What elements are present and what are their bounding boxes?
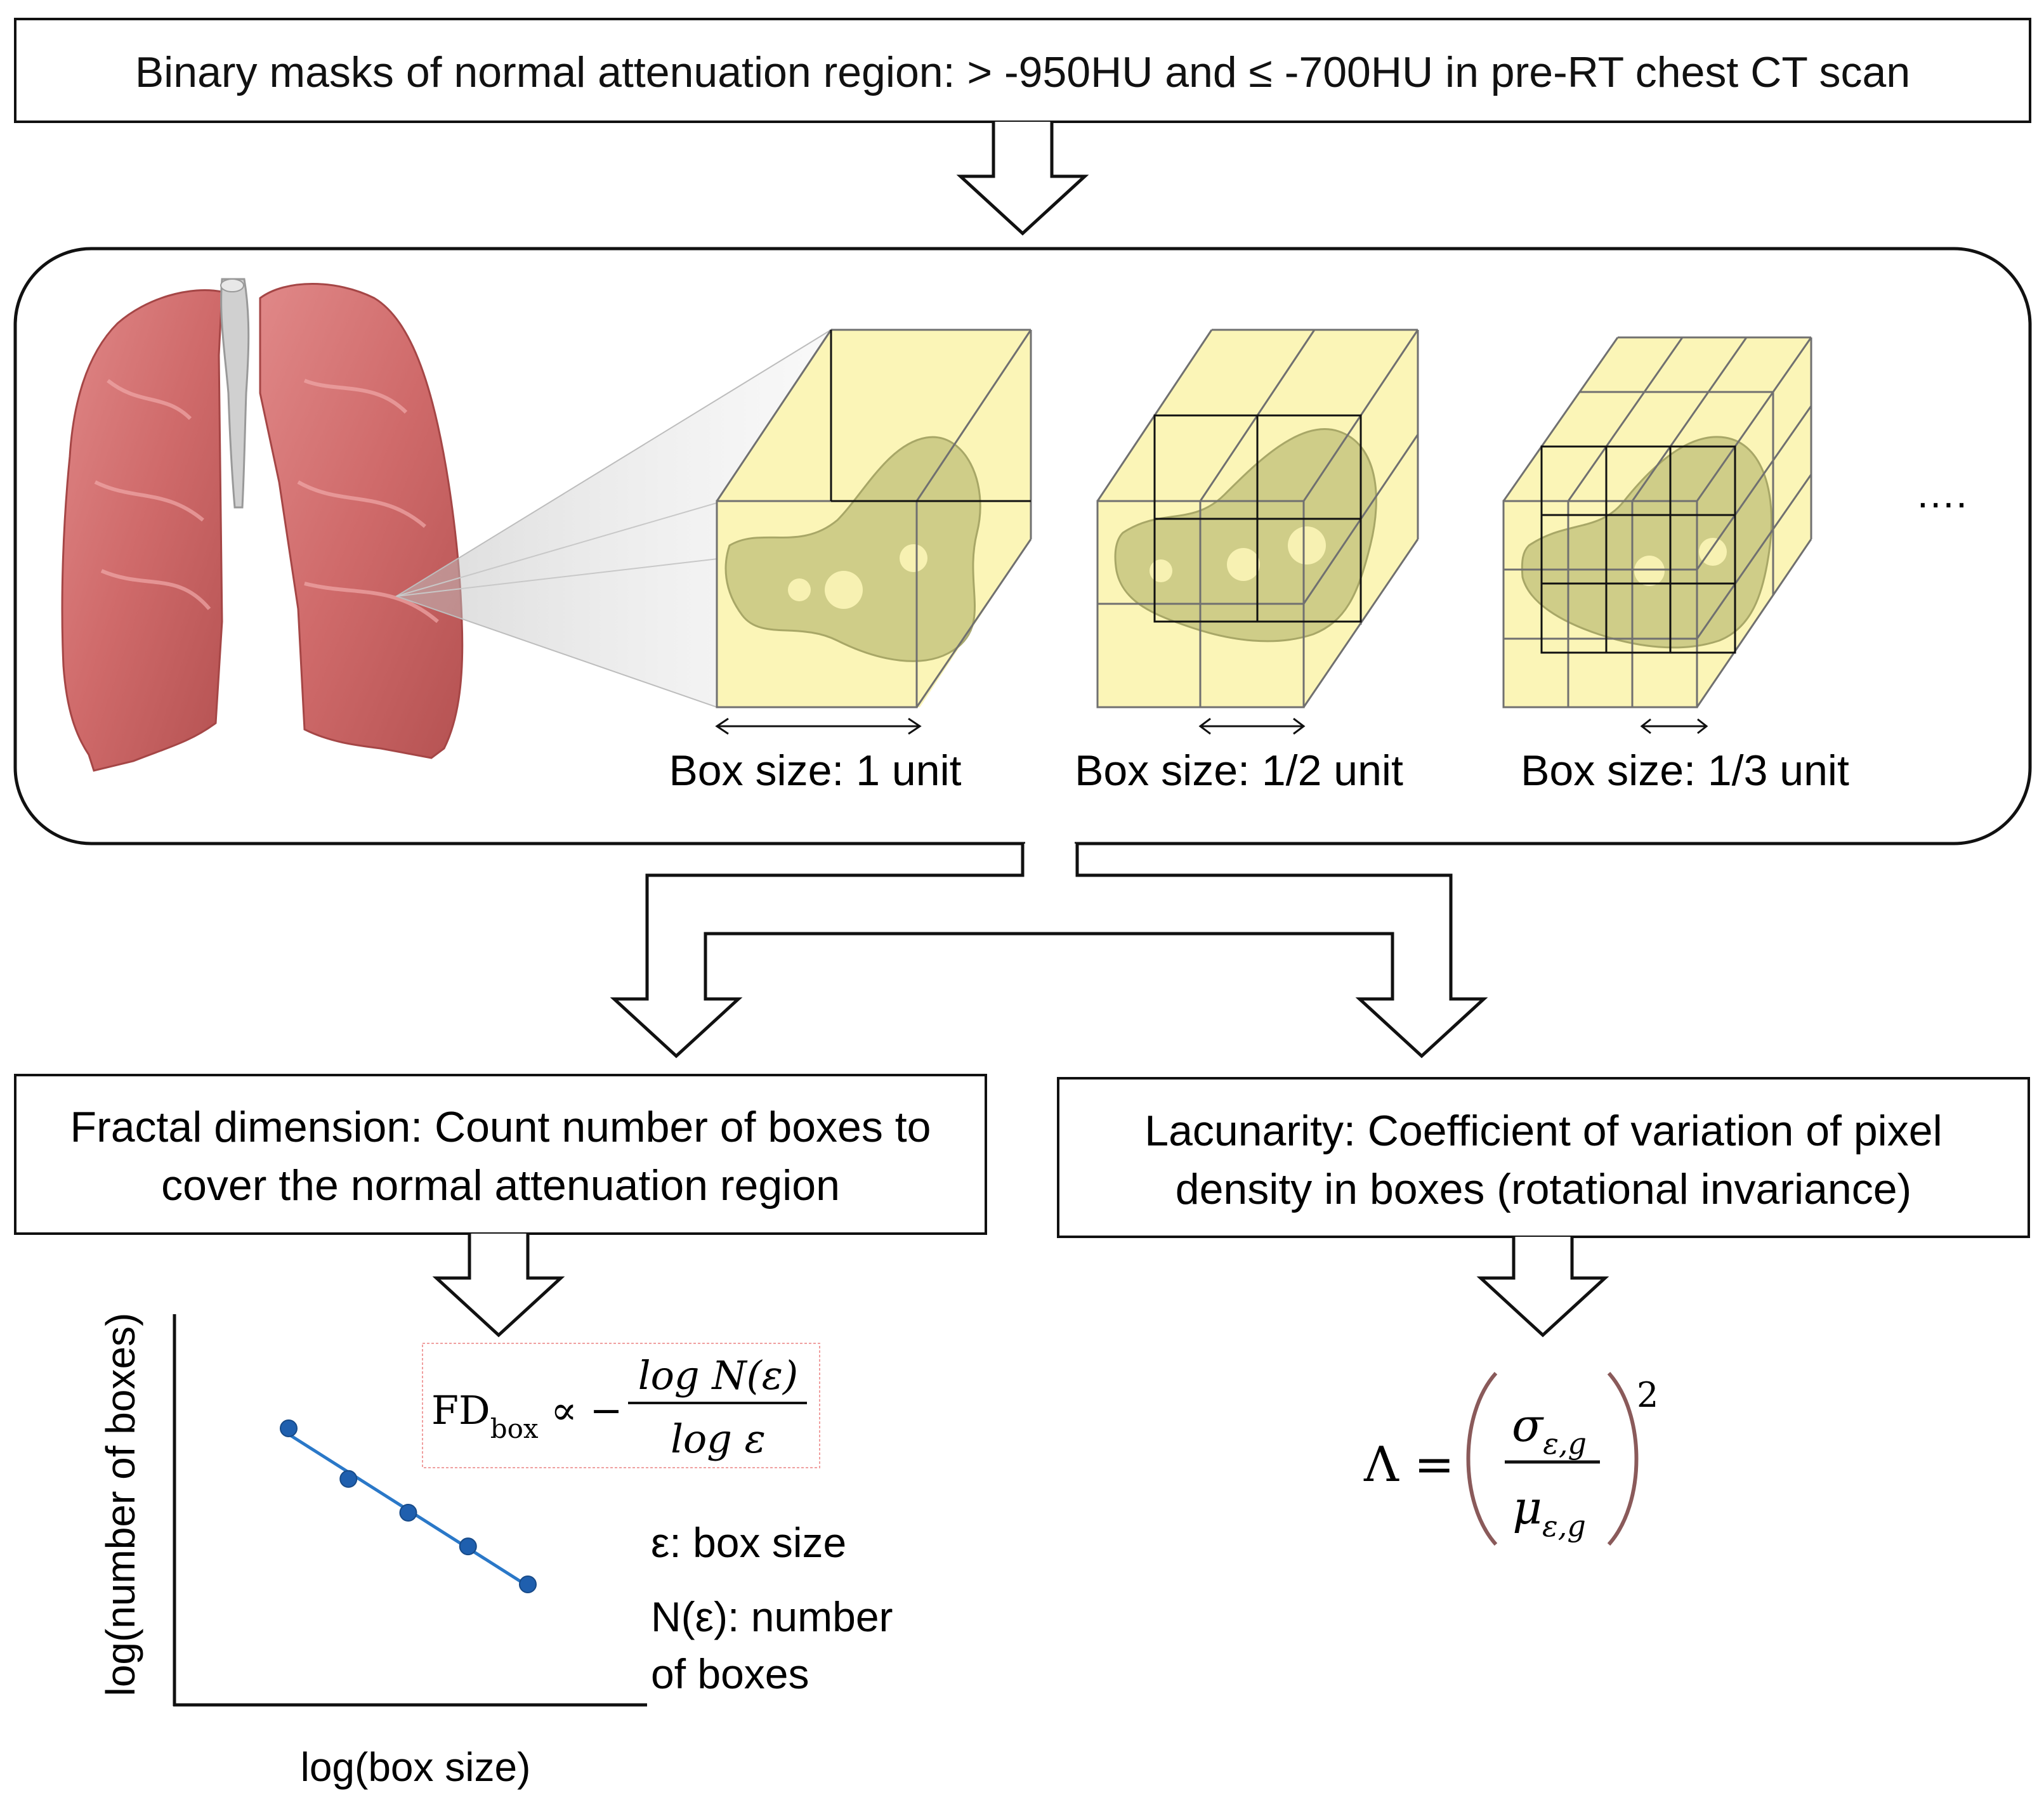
split-arrow: [610, 844, 1488, 1059]
cube-1-scale-arrow: [715, 717, 922, 735]
lac-formula-exp: 2: [1637, 1375, 1658, 1415]
fd-plot: log(number of boxes) log(box size): [98, 1313, 647, 1790]
data-point: [339, 1470, 358, 1488]
fractal-dimension-box: [14, 1074, 987, 1235]
fd-formula-prop: ∝ −: [551, 1387, 623, 1433]
lacunarity-box: [1057, 1077, 2030, 1238]
top-box-text: Binary masks of normal attenuation regio…: [135, 48, 1910, 96]
cube-3-lattice: [1521, 436, 1772, 649]
box-size-label-3: Box size: 1/3 unit: [1521, 747, 1849, 795]
lac-formula-num: σε,g: [1512, 1399, 1587, 1461]
ellipsis: ….: [1915, 471, 1967, 516]
box-size-label-1: Box size: 1 unit: [669, 747, 961, 795]
cube-2-scale-arrow: [1198, 717, 1306, 735]
lacunarity-line-1: Lacunarity: Coefficient of variation of …: [1144, 1107, 1942, 1155]
legend-n-line-1: N(ε): number: [651, 1593, 893, 1640]
lac-left-paren: [1466, 1372, 1498, 1546]
data-point: [459, 1537, 477, 1556]
fd-formula-den: log ε: [671, 1416, 766, 1462]
lung-illustration: [61, 278, 464, 772]
lacunarity-formula: Λ = σε,g με,g 2: [1363, 1372, 1658, 1546]
data-point: [280, 1419, 298, 1437]
fd-formula-lhs: FDbox: [431, 1387, 539, 1444]
fractal-dimension-line-2: cover the normal attenuation region: [161, 1161, 840, 1210]
fd-formula-sub: box: [490, 1413, 539, 1444]
fractal-dimension-line-1: Fractal dimension: Count number of boxes…: [70, 1103, 931, 1151]
fd-formula-box: [422, 1343, 820, 1468]
trachea-top: [220, 278, 244, 292]
data-point: [399, 1503, 417, 1522]
cube-half-unit: [1096, 329, 1419, 708]
lac-den-sub: ε,g: [1542, 1509, 1586, 1543]
down-arrow-fd: [432, 1234, 565, 1338]
legend-n-line-2: of boxes: [651, 1650, 809, 1697]
fd-formula-num: log N(ε): [638, 1352, 798, 1399]
legend-eps: ε: box size: [651, 1519, 846, 1566]
cube-2-lattice: [1114, 428, 1377, 643]
lung-texture: [94, 379, 439, 623]
plot-marks: [280, 1419, 537, 1593]
trachea: [220, 278, 250, 509]
box-size-label-2: Box size: 1/2 unit: [1075, 747, 1403, 795]
lac-right-paren: [1607, 1372, 1639, 1546]
data-point: [519, 1575, 537, 1593]
top-box: [14, 18, 2031, 123]
y-axis-label: log(number of boxes): [98, 1313, 143, 1697]
lacunarity-line-2: density in boxes (rotational invariance): [1176, 1165, 1911, 1213]
lac-formula-lhs: Λ =: [1363, 1436, 1455, 1492]
left-lung: [259, 283, 464, 759]
cube-third-unit: [1502, 336, 1812, 708]
lac-formula-den: με,g: [1512, 1481, 1586, 1543]
cube-1-unit: [716, 329, 1032, 708]
down-arrow-top: [956, 122, 1089, 236]
cube-3-scale-arrow: [1640, 718, 1708, 734]
lac-num-sub: ε,g: [1543, 1426, 1587, 1461]
x-axis-label: log(box size): [301, 1744, 531, 1790]
down-arrow-lacunarity: [1476, 1237, 1609, 1338]
